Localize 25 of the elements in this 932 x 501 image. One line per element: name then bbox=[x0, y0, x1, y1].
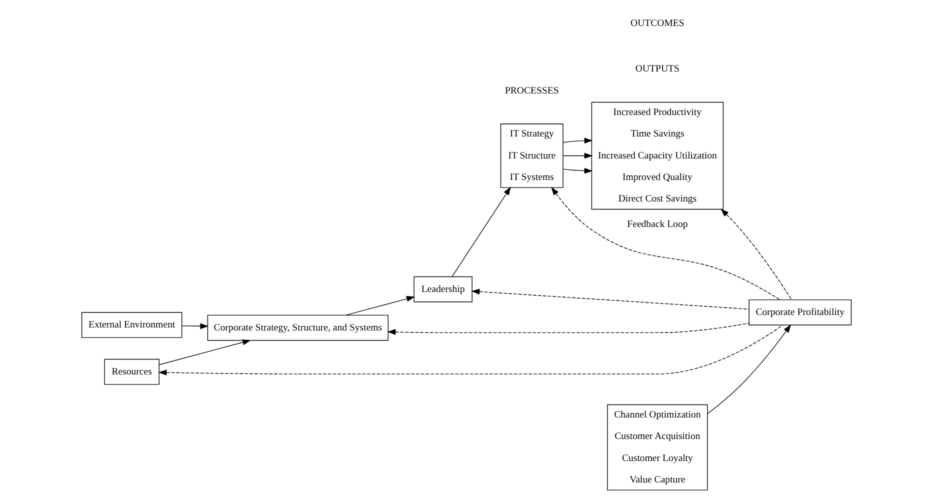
edge-label: Feedback Loop bbox=[626, 219, 688, 230]
node-box: Corporate Profitability bbox=[748, 299, 852, 326]
node-box: Leadership bbox=[413, 276, 472, 302]
arrow bbox=[386, 322, 749, 335]
arrow bbox=[158, 324, 783, 376]
arrow bbox=[562, 152, 592, 159]
arrow bbox=[158, 339, 251, 366]
node-box: Corporate Strategy, Structure, and Systems bbox=[206, 314, 388, 341]
node-box: Resources bbox=[104, 358, 159, 385]
node-box: Channel Optimization Customer Acquisition Customer Loyalty Value Capture bbox=[606, 404, 708, 490]
node-box: External Environment bbox=[80, 312, 182, 338]
arrow bbox=[451, 186, 510, 277]
arrow bbox=[181, 323, 208, 330]
node-box: Increased Productivity Time Savings Increased Capacity Utilization Improved Quality Direct Cost Savings bbox=[590, 102, 724, 210]
arrow bbox=[562, 168, 592, 174]
arrow bbox=[720, 208, 792, 300]
arrow bbox=[706, 324, 791, 414]
label: PROCESSES bbox=[504, 85, 558, 96]
node-box: IT Strategy IT Structure IT Systems bbox=[500, 124, 563, 188]
label: OUTPUTS bbox=[634, 64, 679, 75]
label: OUTCOMES bbox=[630, 18, 684, 30]
arrow bbox=[550, 186, 780, 300]
arrow bbox=[470, 288, 749, 310]
arrow bbox=[344, 296, 414, 316]
arrow bbox=[562, 138, 592, 144]
